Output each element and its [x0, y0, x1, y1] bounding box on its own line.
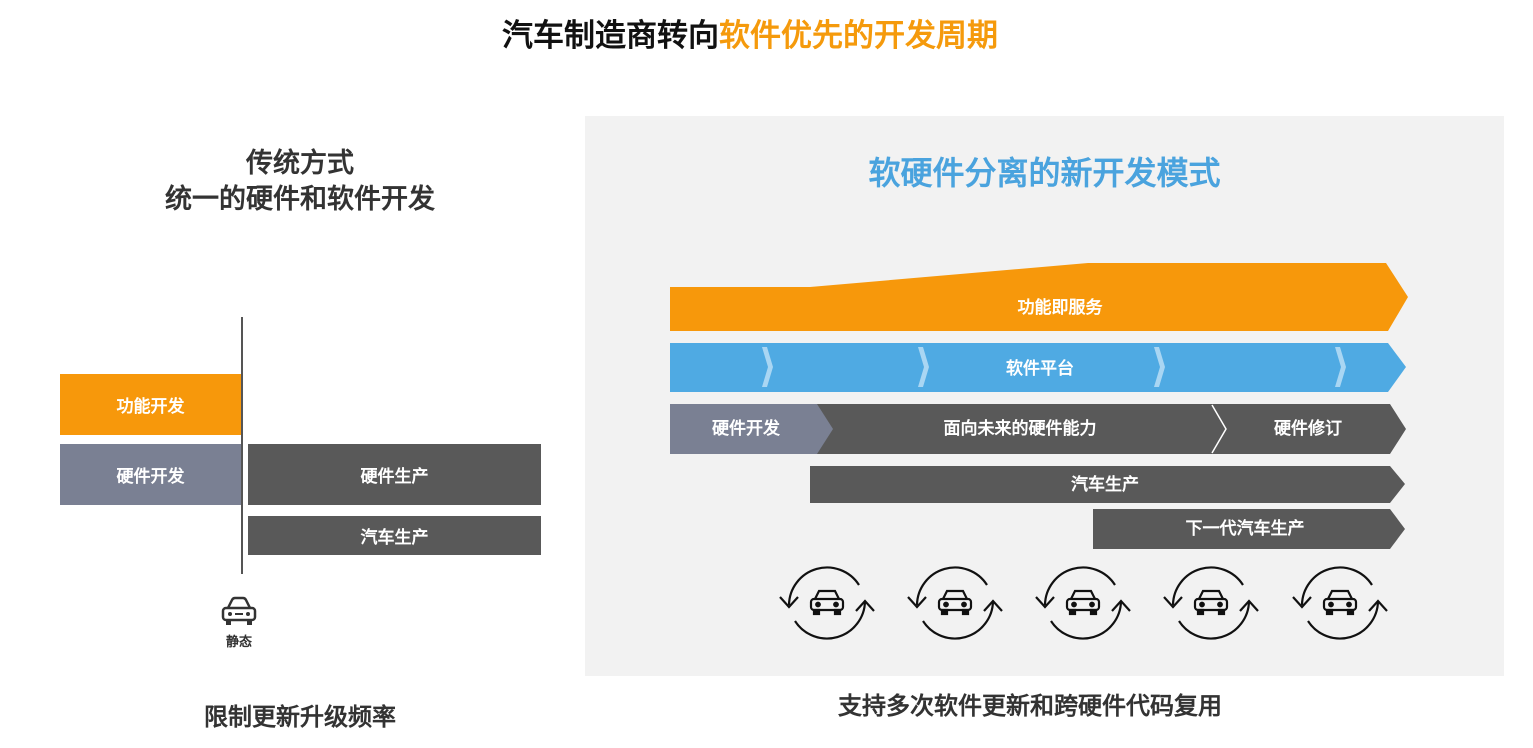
hw-revision-arrow	[1205, 404, 1406, 454]
update-cycle-icon	[1163, 566, 1259, 640]
left-hardware-dev-label: 硬件开发	[116, 467, 185, 487]
future-hw-arrow	[813, 404, 1224, 454]
left-caption: 限制更新升级频率	[204, 703, 396, 731]
left-hardware-dev-block: 硬件开发	[60, 444, 241, 505]
vehicle-prod-arrow	[810, 466, 1405, 503]
right-panel	[585, 116, 1504, 676]
title-part1: 汽车制造商转向	[502, 18, 719, 54]
right-vehicle-prod-label: 汽车生产	[1071, 475, 1139, 495]
update-cycle-icons	[779, 566, 1388, 640]
page-title: 汽车制造商转向软件优先的开发周期	[0, 10, 1500, 55]
left-function-dev-label: 功能开发	[116, 397, 185, 417]
software-platform-arrow	[670, 343, 1406, 392]
update-cycle-icon	[1292, 566, 1388, 640]
software-platform-label: 软件平台	[1006, 359, 1074, 379]
left-hardware-prod-label: 硬件生产	[360, 467, 429, 487]
milestone-line	[241, 317, 243, 574]
left-title-line1: 传统方式	[246, 148, 354, 179]
update-cycle-icon	[907, 566, 1003, 640]
next-gen-prod-label: 下一代汽车生产	[1185, 519, 1305, 539]
left-function-dev-block: 功能开发	[60, 374, 241, 435]
hw-revision-label: 硬件修订	[1274, 419, 1342, 439]
static-label: 静态	[225, 635, 252, 650]
title-part2-highlight: 软件优先的开发周期	[719, 18, 998, 54]
right-hw-dev-label: 硬件开发	[712, 419, 780, 439]
left-vehicle-prod-block: 汽车生产	[248, 516, 541, 555]
car-icon	[221, 596, 257, 625]
hw-dev-arrow	[670, 404, 833, 454]
software-platform-chevrons	[762, 347, 1346, 387]
faas-arrow	[670, 263, 1408, 331]
update-cycle-icon	[1035, 566, 1131, 640]
right-title: 软硬件分离的新开发模式	[868, 154, 1221, 192]
next-gen-prod-arrow	[1093, 509, 1405, 549]
update-cycle-icon	[779, 566, 875, 640]
left-title-line2: 统一的硬件和软件开发	[165, 184, 435, 215]
right-caption: 支持多次软件更新和跨硬件代码复用	[838, 692, 1222, 720]
left-hardware-prod-block: 硬件生产	[248, 444, 541, 505]
future-hw-label: 面向未来的硬件能力	[943, 419, 1097, 439]
left-vehicle-prod-label: 汽车生产	[360, 528, 429, 548]
faas-label: 功能即服务	[1017, 298, 1103, 318]
